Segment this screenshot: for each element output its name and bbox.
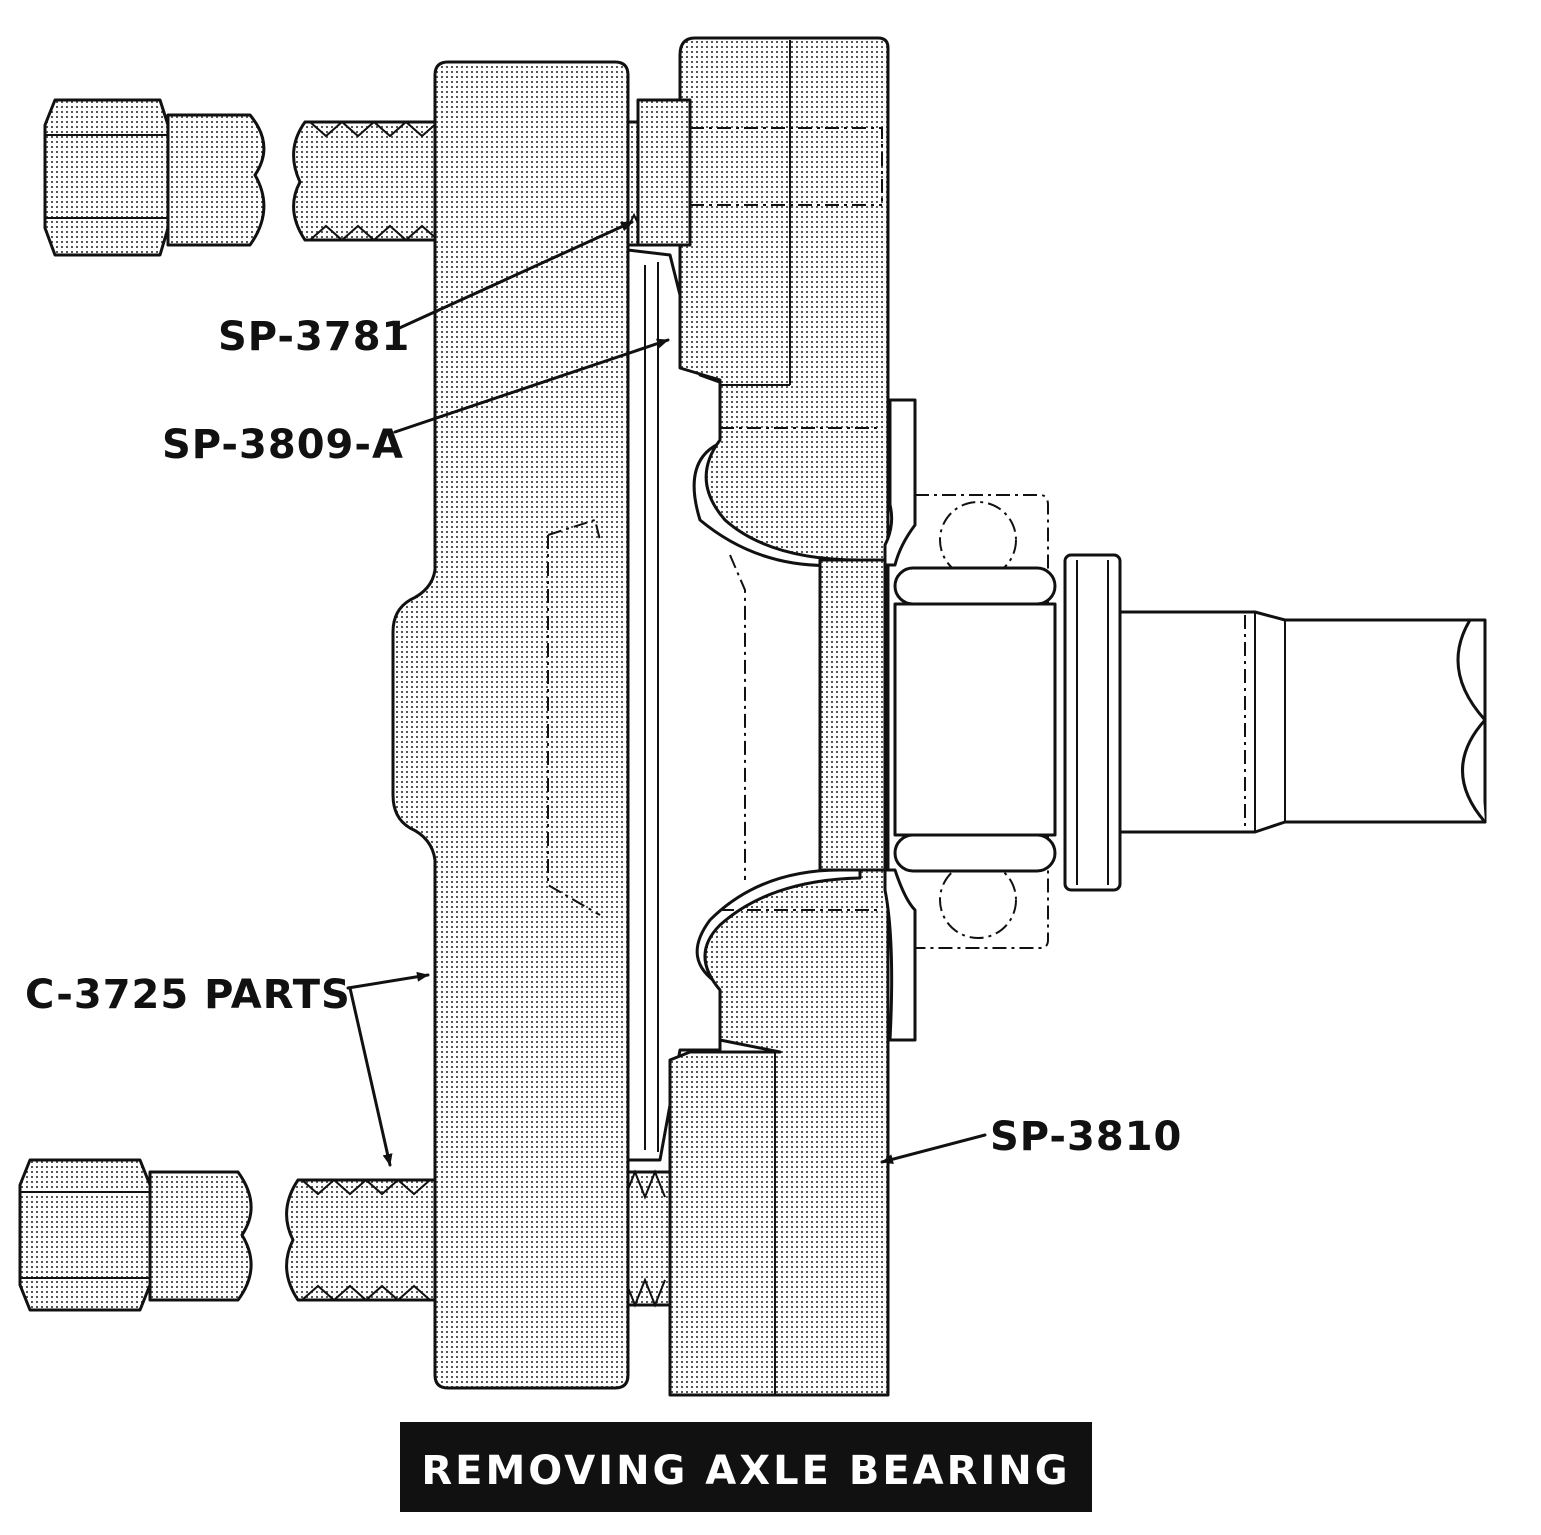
lower-puller-screw: [18, 1158, 702, 1312]
label-sp-3781: SP-3781: [218, 314, 410, 360]
sp-3809-a-leader: [393, 338, 670, 434]
retainer-flange: [883, 398, 917, 1042]
sp-3781-leader: [393, 220, 634, 332]
sp-3810-block: [636, 36, 890, 1397]
label-c-3725-parts: C-3725 PARTS: [25, 972, 351, 1018]
c-3725-plate: [391, 60, 630, 1390]
c-3725-leader-upper: [346, 971, 430, 990]
label-sp-3810: SP-3810: [990, 1114, 1182, 1160]
caption: REMOVING AXLE BEARING: [400, 1422, 1092, 1512]
sp-3810-leader: [880, 1133, 987, 1165]
caption-text: REMOVING AXLE BEARING: [421, 1448, 1070, 1494]
c-3725-leader-lower: [348, 986, 393, 1167]
leader-lines: [346, 220, 987, 1167]
label-sp-3809-a: SP-3809-A: [162, 422, 404, 468]
caption-background: [400, 1422, 1092, 1512]
axle-bearing: [818, 494, 1057, 949]
axle-shaft: [1063, 553, 1487, 892]
